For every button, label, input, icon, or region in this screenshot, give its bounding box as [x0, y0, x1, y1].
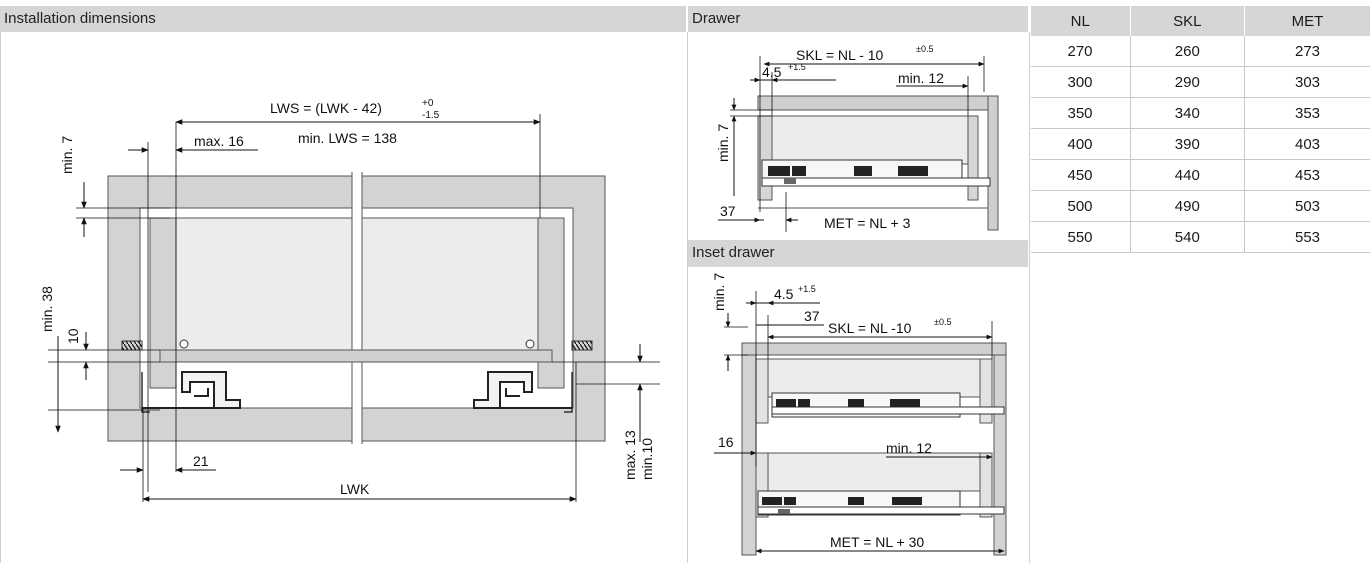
table-row: 400 390 403 — [1030, 128, 1370, 160]
cell-nl: 400 — [1030, 128, 1131, 160]
cell-nl: 270 — [1030, 36, 1131, 67]
drawer-title: Drawer — [692, 10, 741, 27]
lws-formula-label: LWS = (LWK - 42) — [270, 100, 382, 116]
table-header-row: NL SKL MET — [1030, 6, 1370, 36]
cell-met: 273 — [1244, 36, 1370, 67]
cell-skl: 490 — [1129, 190, 1245, 222]
drawer-body — [121, 217, 593, 413]
installation-diagram: LWS = (LWK - 42) +0 -1.5 min. LWS = 138 … — [39, 98, 660, 502]
drawer-header: Drawer — [688, 6, 1028, 32]
min-38-label: min. 38 — [39, 286, 55, 332]
inset-drawer-diagram: min. 7 4.5 +1.5 37 SKL = NL -10 ±0.5 16 … — [711, 273, 1007, 556]
table-row: 300 290 303 — [1030, 66, 1370, 98]
table-row: 500 490 503 — [1030, 190, 1370, 222]
divider-middle — [687, 32, 688, 563]
installation-dimensions-title: Installation dimensions — [4, 10, 156, 27]
cell-met: 403 — [1244, 128, 1370, 160]
cell-nl: 550 — [1030, 221, 1131, 253]
table-row: 550 540 553 — [1030, 221, 1370, 253]
table-row: 450 440 453 — [1030, 159, 1370, 191]
lws-tolerance-upper: +0 — [422, 98, 434, 109]
lwk-label: LWK — [340, 481, 370, 497]
drawer-met-label: MET = NL + 3 — [824, 215, 911, 231]
min-7-label: min. 7 — [59, 136, 75, 174]
max-16-label: max. 16 — [194, 133, 244, 149]
cell-nl: 300 — [1030, 66, 1131, 98]
inset-cabinet — [741, 342, 1007, 556]
inset-min-7-label: min. 7 — [711, 273, 727, 311]
cell-skl: 260 — [1129, 36, 1245, 67]
drawer-min-12-label: min. 12 — [898, 70, 944, 86]
drawer-skl-label: SKL = NL - 10 — [796, 47, 884, 63]
inset-37-label: 37 — [804, 308, 820, 324]
column-header-nl: NL — [1030, 6, 1131, 36]
cell-skl: 340 — [1129, 97, 1245, 129]
dim-10-label: 10 — [65, 328, 81, 344]
lws-tolerance-lower: -1.5 — [422, 110, 440, 121]
inset-4-5-tolerance: +1.5 — [798, 284, 816, 294]
cell-skl: 390 — [1129, 128, 1245, 160]
cell-nl: 450 — [1030, 159, 1131, 191]
drawer-4-5-label: 4.5 — [762, 64, 782, 80]
drawer-4-5-tolerance: +1.5 — [788, 62, 806, 72]
drawer-diagram: SKL = NL - 10 ±0.5 4.5 +1.5 min. 12 min.… — [715, 44, 999, 232]
inset-4-5-label: 4.5 — [774, 286, 794, 302]
inset-drawer-header: Inset drawer — [688, 240, 1028, 267]
cell-nl: 350 — [1030, 97, 1131, 129]
table-row: 350 340 353 — [1030, 97, 1370, 129]
drawer-min-7-label: min. 7 — [715, 124, 731, 162]
inset-skl-tolerance: ±0.5 — [934, 317, 951, 327]
cell-met: 503 — [1244, 190, 1370, 222]
dimensions-table: NL SKL MET 270 260 273 300 290 303 350 3… — [1030, 6, 1370, 253]
drawer-37-label: 37 — [720, 203, 736, 219]
cell-met: 353 — [1244, 97, 1370, 129]
cell-skl: 440 — [1129, 159, 1245, 191]
inset-skl-label: SKL = NL -10 — [828, 320, 912, 336]
column-header-skl: SKL — [1129, 6, 1245, 36]
min-10-label: min.10 — [639, 438, 655, 480]
cell-met: 553 — [1244, 221, 1370, 253]
drawer-skl-tolerance: ±0.5 — [916, 44, 933, 54]
inset-16-label: 16 — [718, 434, 734, 450]
cell-skl: 290 — [1129, 66, 1245, 98]
inset-drawer-title: Inset drawer — [692, 244, 775, 261]
dim-21-label: 21 — [193, 453, 209, 469]
cell-met: 453 — [1244, 159, 1370, 191]
column-header-met: MET — [1244, 6, 1370, 36]
cell-skl: 540 — [1129, 221, 1245, 253]
drawer-cabinet — [757, 95, 999, 231]
cell-nl: 500 — [1030, 190, 1131, 222]
inset-met-label: MET = NL + 30 — [830, 534, 924, 550]
cell-met: 303 — [1244, 66, 1370, 98]
installation-dimensions-header: Installation dimensions — [0, 6, 686, 32]
min-lws-label: min. LWS = 138 — [298, 130, 397, 146]
inset-min-12-label: min. 12 — [886, 440, 932, 456]
divider-right — [1029, 32, 1030, 563]
max-13-label: max. 13 — [622, 430, 638, 480]
divider-left — [0, 32, 1, 563]
table-row: 270 260 273 — [1030, 36, 1370, 67]
